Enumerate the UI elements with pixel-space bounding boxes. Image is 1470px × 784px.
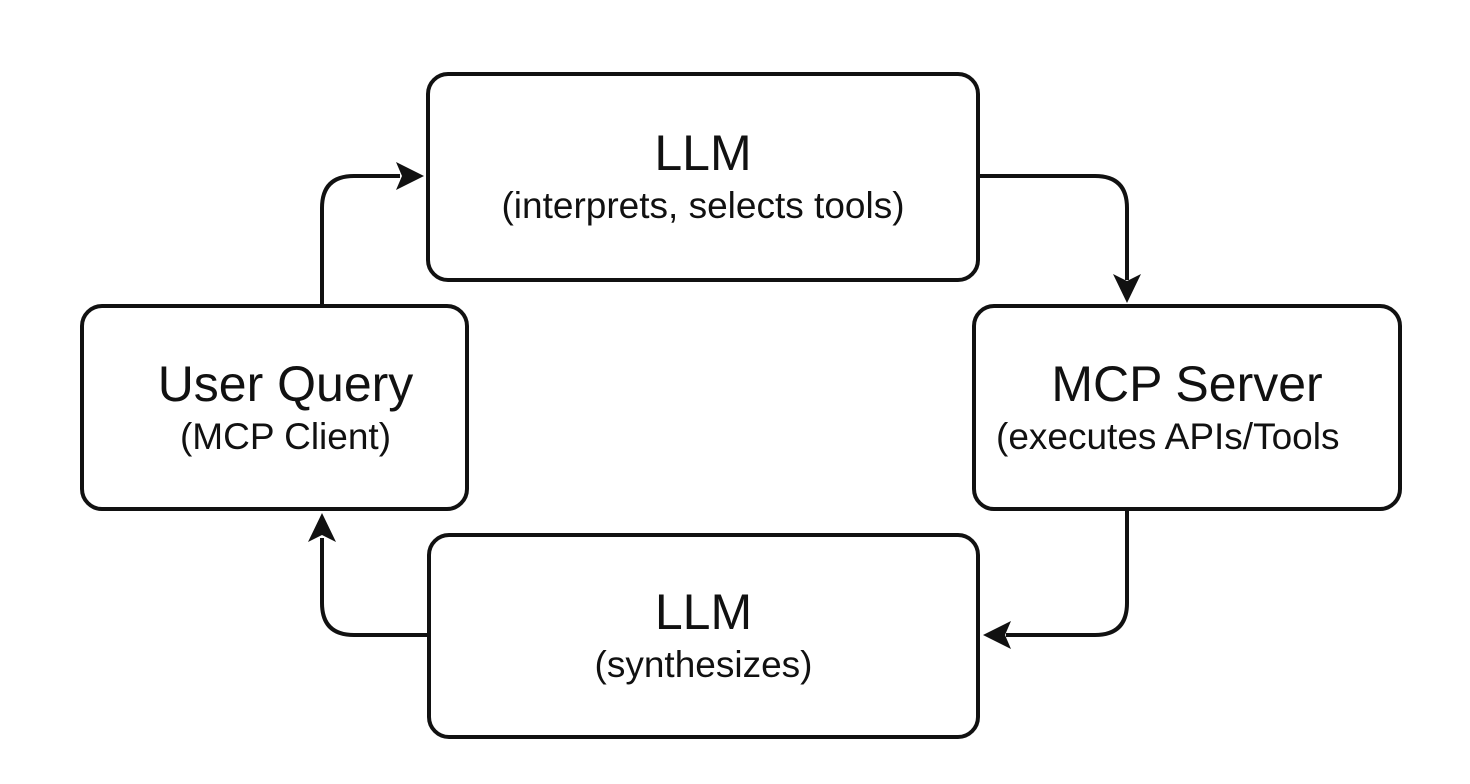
arrow-mcp-to-llm-bottom	[1006, 511, 1129, 637]
llm-synthesizes-subtitle: (synthesizes)	[594, 644, 813, 685]
user-query-title: User Query	[157, 355, 414, 412]
arrow-user-to-llm-top	[320, 174, 400, 304]
mcp-server-title: MCP Server	[1051, 355, 1323, 412]
llm-synthesizes-box: LLM (synthesizes)	[427, 533, 980, 739]
arrow-llm-top-to-mcp	[980, 174, 1129, 280]
llm-interprets-box: LLM (interprets, selects tools)	[426, 72, 980, 282]
user-query-box: User Query (MCP Client)	[80, 304, 469, 511]
user-query-subtitle: (MCP Client)	[179, 415, 392, 457]
llm-synthesizes-title: LLM	[654, 584, 753, 640]
mcp-server-subtitle: (executes APIs/Tools	[996, 415, 1340, 457]
arrowhead-right-icon	[396, 162, 424, 190]
llm-interprets-title: LLM	[654, 125, 752, 181]
arrow-llm-bottom-to-user	[320, 538, 427, 637]
arrowhead-down-icon	[1113, 274, 1141, 303]
arrowhead-left-icon	[983, 621, 1011, 649]
mcp-server-box: MCP Server (executes APIs/Tools	[972, 304, 1402, 511]
arrowhead-up-icon	[308, 513, 336, 542]
llm-interprets-subtitle: (interprets, selects tools)	[501, 185, 905, 226]
